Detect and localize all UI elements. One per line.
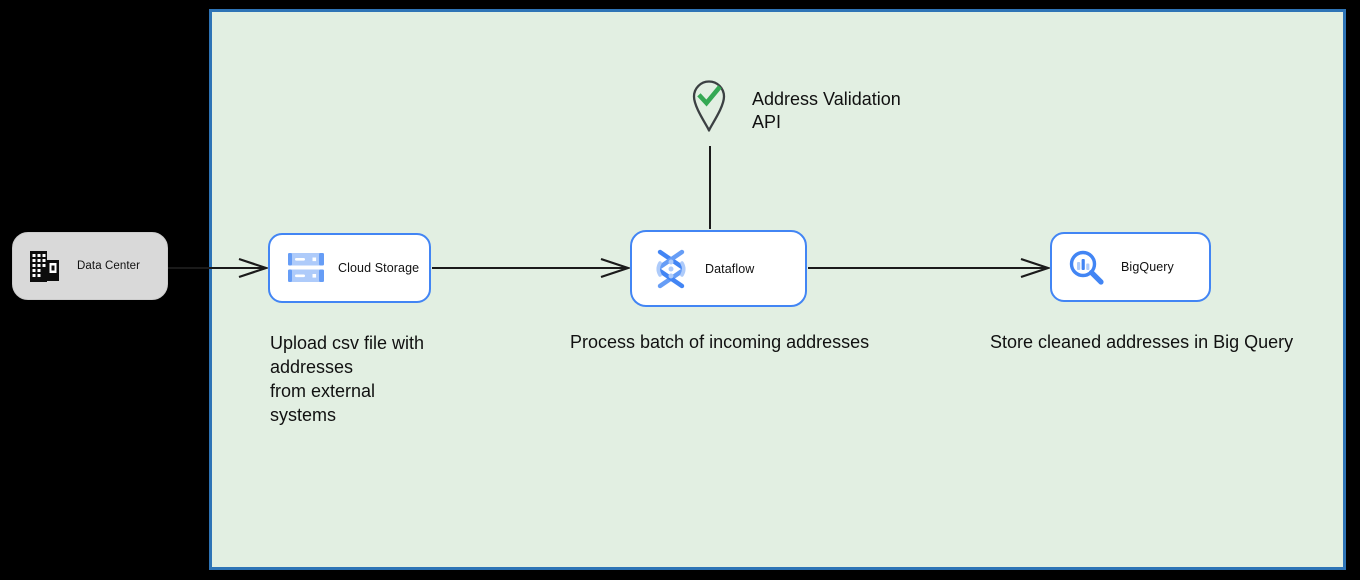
map-pin-check-icon [690, 80, 728, 137]
node-cloud-storage[interactable]: Cloud Storage [268, 233, 431, 303]
bigquery-description: Store cleaned addresses in Big Query [990, 332, 1294, 352]
node-label: BigQuery [1121, 260, 1174, 274]
node-label: Cloud Storage [338, 261, 420, 275]
address-validation-label: Address Validation API [752, 89, 901, 132]
node-dataflow[interactable]: Dataflow [630, 230, 807, 307]
cloud-storage-description: Upload csv file with addresses from exte… [270, 333, 425, 425]
node-label: Dataflow [705, 261, 755, 276]
bigquery-icon [1067, 248, 1107, 286]
node-bigquery[interactable]: BigQuery [1050, 232, 1211, 302]
address-validation-pin[interactable] [690, 79, 728, 133]
building-icon [29, 250, 60, 283]
node-data-center[interactable]: Data Center [12, 232, 168, 300]
cloud-storage-icon [288, 252, 324, 284]
node-label: Data Center [77, 260, 141, 272]
dataflow-icon [652, 248, 690, 290]
dataflow-description: Process batch of incoming addresses [570, 332, 870, 352]
